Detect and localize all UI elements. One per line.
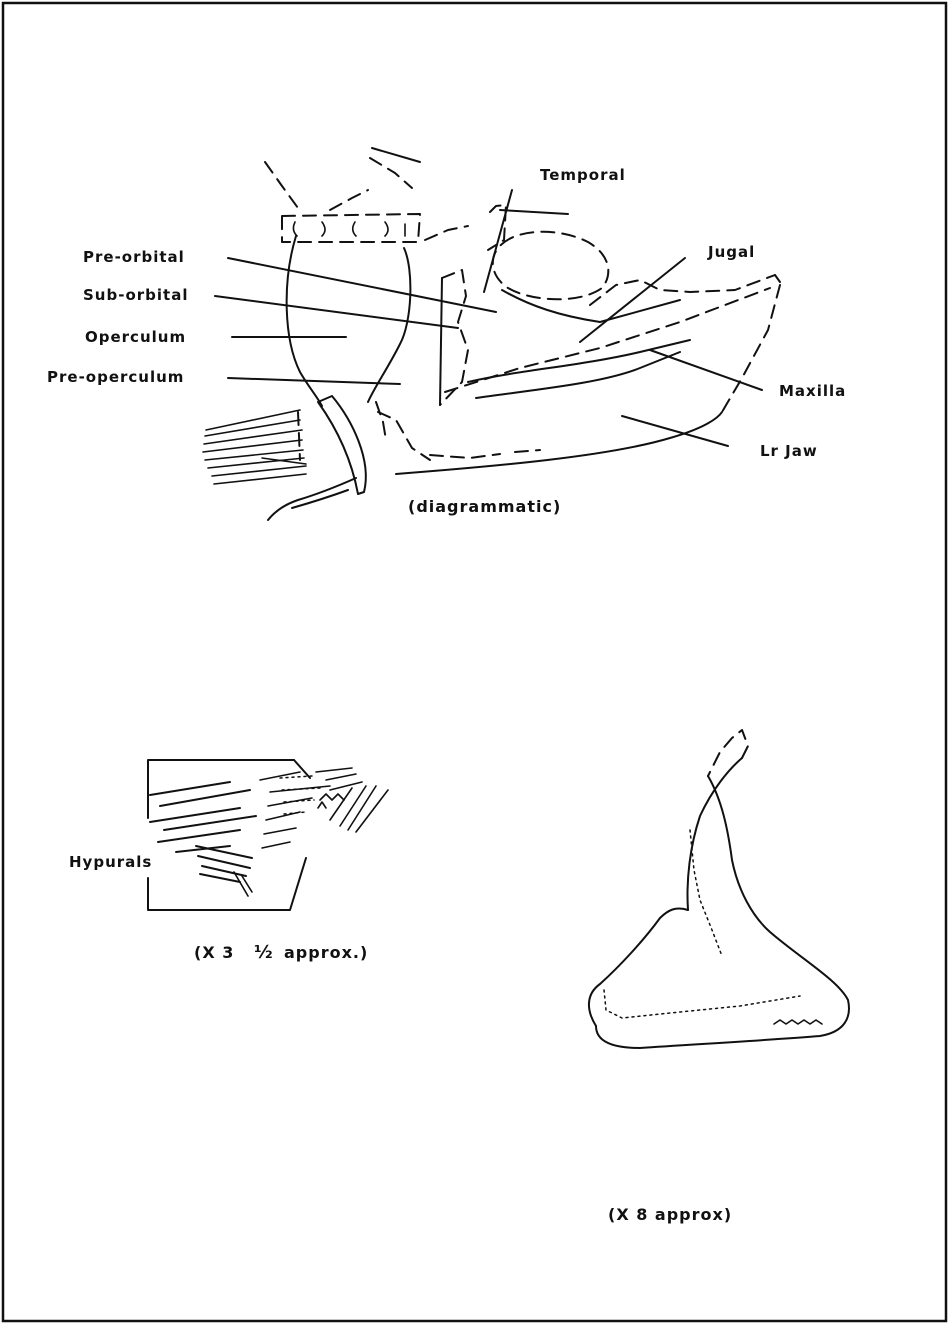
skull-figure: Temporal Jugal Pre-orbital Sub-orbital O… — [47, 148, 846, 520]
caption-diagrammatic: (diagrammatic) — [408, 497, 561, 516]
caption-scale-suffix: approx.) — [284, 943, 368, 962]
label-jugal: Jugal — [707, 243, 755, 261]
tooth-drawing — [589, 730, 849, 1048]
skull-leader-lines — [215, 190, 762, 446]
caption-scale-prefix: (X 3 — [194, 943, 234, 962]
page-border — [3, 3, 946, 1321]
label-pre-orbital: Pre-orbital — [83, 248, 185, 266]
label-operculum: Operculum — [85, 328, 186, 346]
caption-scale-eight: (X 8 approx) — [608, 1205, 732, 1224]
label-maxilla: Maxilla — [779, 382, 846, 400]
tail-drawing — [148, 760, 388, 910]
leader-sub-orbital — [215, 296, 458, 328]
tooth-figure: (X 8 approx) — [589, 730, 849, 1224]
label-sub-orbital: Sub-orbital — [83, 286, 188, 304]
skull-drawing — [203, 148, 780, 520]
caption-scale-fraction: ½ — [254, 942, 274, 963]
tail-figure: Hypurals (X 3 ½ approx.) — [69, 760, 388, 963]
leader-pre-operculum — [228, 378, 400, 384]
label-lower-jaw: Lr Jaw — [760, 442, 818, 460]
label-temporal: Temporal — [540, 166, 626, 184]
label-hypurals: Hypurals — [69, 853, 152, 871]
label-pre-operculum: Pre-operculum — [47, 368, 184, 386]
caption-scale-three-half: (X 3 ½ approx.) — [194, 942, 368, 963]
